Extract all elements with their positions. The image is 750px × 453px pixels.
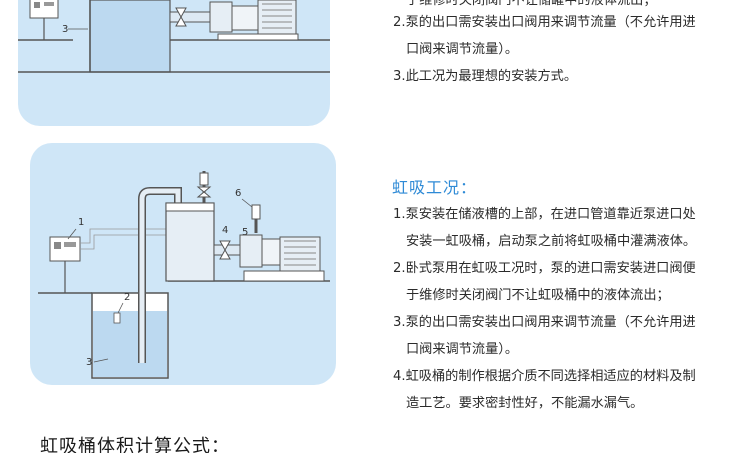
control-dial-icon [34, 2, 40, 8]
tank-pump-diagram: 3 4 5 [18, 0, 330, 73]
siphon-step-3-cont: 口阀来调节流量）。 [406, 342, 519, 357]
siphon-step-4-cont: 造工艺。要求密封性好，不能漏水漏气。 [406, 396, 644, 411]
label-1: 1 [78, 217, 84, 228]
top-steps-list: 于维修时关闭阀门不让储罐中的液体流出； 2.泵的出口需安装出口阀用来调节流量（不… [393, 0, 696, 90]
siphon-step-2-cont: 于维修时关闭阀门不让虹吸桶中的液体流出； [406, 288, 670, 303]
control-display-icon [64, 242, 76, 247]
control-display-icon [44, 2, 54, 6]
label-4: 4 [194, 0, 200, 1]
pump-motor [279, 236, 321, 272]
siphon-tank [165, 202, 215, 282]
pump-head [239, 234, 263, 268]
siphon-step-1-cont: 安装一虹吸桶，启动泵之前将虹吸桶中灌满液体。 [406, 234, 697, 249]
label-6: 6 [235, 188, 241, 199]
siphon-step-4: 4.虹吸桶的制作根据介质不同选择相适应的材料及制 [393, 369, 696, 384]
pump-motor [257, 0, 297, 35]
control-dial-icon [54, 242, 61, 249]
label-5: 5 [242, 227, 248, 238]
siphon-diagram: 1 2 3 6 4 5 [38, 171, 330, 379]
siphon-steps-list: 1.泵安装在储液槽的上部，在进口管道靠近泵进口处 安装一虹吸桶，启动泵之前将虹吸… [393, 201, 696, 417]
fill-valve-icon [196, 186, 212, 198]
label-4: 4 [222, 225, 228, 236]
step-2: 2.泵的出口需安装出口阀用来调节流量（不允许用进 [393, 15, 696, 30]
step-partial: 于维修时关闭阀门不让储罐中的液体流出； [406, 0, 657, 8]
siphon-step-1: 1.泵安装在储液槽的上部，在进口管道靠近泵进口处 [393, 207, 696, 222]
inlet-valve-icon [219, 240, 231, 260]
pump-head [209, 1, 233, 33]
outlet-valve-icon [251, 204, 261, 220]
siphon-step-3: 3.泵的出口需安装出口阀用来调节流量（不允许用进 [393, 315, 696, 330]
formula-section-title: 虹吸桶体积计算公式： [40, 436, 230, 453]
label-3: 3 [62, 24, 68, 35]
siphon-section-title: 虹吸工况： [392, 178, 478, 197]
pump-base [243, 270, 325, 282]
label-2: 2 [124, 292, 130, 303]
valve-icon [175, 7, 187, 27]
step-2-cont: 口阀来调节流量）。 [406, 42, 519, 57]
label-5: 5 [206, 0, 212, 1]
label-3: 3 [86, 357, 92, 368]
siphon-step-2: 2.卧式泵用在虹吸工况时，泵的进口需安装进口阀便 [393, 261, 696, 276]
top-diagram-panel: 3 4 5 [18, 0, 330, 126]
step-3: 3.此工况为最理想的安装方式。 [393, 69, 578, 84]
siphon-diagram-panel: 1 2 3 6 4 5 [30, 143, 336, 385]
float-sensor-icon [113, 312, 121, 324]
pit-liquid [93, 311, 167, 377]
storage-tank [89, 0, 171, 73]
